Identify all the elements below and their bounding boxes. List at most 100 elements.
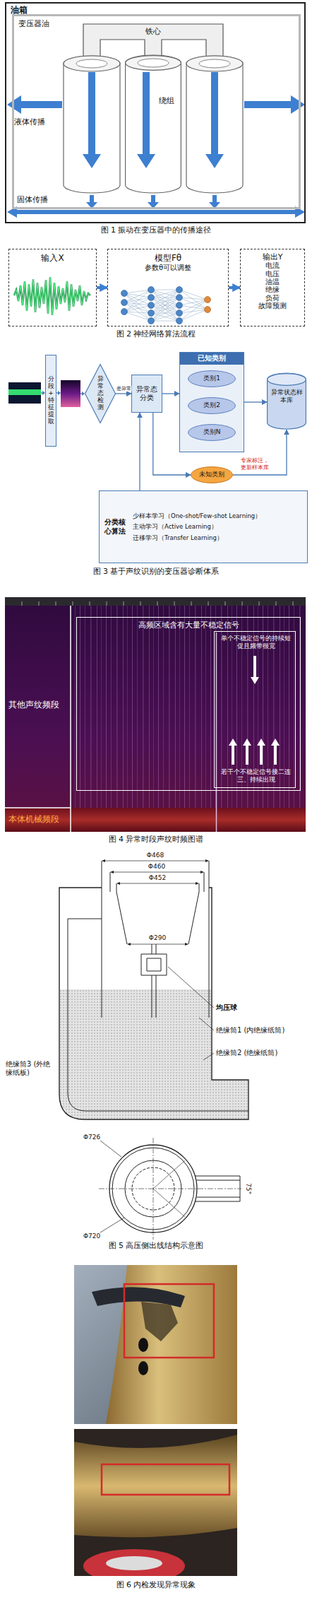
cylinder-hole: [199, 59, 231, 68]
audio-strip: [8, 381, 41, 404]
connector: [96, 285, 108, 289]
photo-ground: [74, 1263, 238, 1423]
connector: [139, 412, 140, 490]
node-text: 异常态检测: [97, 375, 104, 411]
ellipse-shape: [188, 370, 236, 387]
grading-shield: [141, 943, 167, 1017]
network-links: [124, 289, 208, 321]
tool-arm: [91, 1285, 185, 1306]
node-text: 模型Fθ: [154, 252, 182, 264]
arrow-head: [57, 390, 61, 395]
photo-1: [74, 1263, 238, 1423]
figure-caption: 图 5 高压侧出线结构示意图: [0, 1239, 312, 1249]
winding-outline: [124, 55, 182, 194]
solid-arrow: [208, 194, 221, 209]
node-text: 负荷: [265, 293, 280, 302]
figure-caption: 图 4 异常时段声纹时频图谱: [0, 833, 312, 843]
node-text: 电流: [265, 261, 280, 269]
dimension-label: Φ452: [148, 873, 166, 881]
node-text: 类别N: [203, 427, 221, 436]
connector: [228, 285, 240, 289]
part-label: 绝缘筒1 (内绝缘纸筒): [216, 1024, 285, 1034]
node-text: 已知类别: [180, 352, 244, 365]
dimension-label: Φ468: [146, 850, 164, 859]
text-column: 少样本学习（One-shot/Few-shot Learning） 主动学习（Ac…: [132, 511, 262, 542]
iron-core: [83, 24, 224, 58]
connector: [162, 392, 180, 394]
ellipse-shape: [188, 424, 236, 441]
angle-lines: [153, 1159, 185, 1216]
stain: [141, 1300, 178, 1340]
red-part: [83, 1547, 185, 1575]
cylinder-top: [125, 55, 182, 71]
hole: [138, 1359, 149, 1374]
unknown-ellipse: 未知类别: [190, 465, 233, 483]
band-label: 本体机械频段: [8, 813, 60, 824]
dimension-label: Φ460: [148, 861, 166, 870]
arrow-head: [81, 391, 85, 396]
insulation-tube-2: [67, 917, 249, 1110]
figure-caption: 图 1 振动在变压器中的传播途径: [0, 225, 312, 235]
dimension-lines: [103, 859, 208, 944]
leader-lines: [100, 1139, 125, 1232]
cylinder-body: [267, 372, 307, 429]
up-arrow: [228, 737, 238, 764]
model-box: 模型Fθ参数θ可以调整: [107, 248, 229, 327]
dimension-label: Φ726: [83, 1132, 101, 1140]
feature-box: 分段+特征提取: [45, 354, 57, 447]
liquid-arrow: [7, 95, 63, 114]
spectrogram: [4, 596, 306, 831]
winding-cylinder: [63, 55, 120, 193]
cylinder-hole: [76, 59, 108, 68]
output-box: 输出Y电流电压油温绝缘负荷故障预测: [240, 248, 305, 327]
connector: [244, 400, 267, 402]
dimension-label: Φ720: [83, 1231, 101, 1239]
signal-box: 单个不稳定信号的持续短促且频带很宽若干个不稳定信号接二连三、持续出现: [213, 630, 296, 788]
stripe-texture: [71, 604, 306, 807]
database-cylinder: 异常状态样本库: [266, 372, 307, 430]
node-text: 绕组: [158, 96, 175, 106]
network-neurons: [121, 286, 212, 324]
gold-surface: [74, 1432, 238, 1536]
node-text: 电压: [265, 269, 280, 278]
solid-arrow: [86, 194, 98, 209]
waveform: [14, 276, 91, 315]
input-box: 输入X: [8, 248, 97, 327]
edge-label: 是异常: [115, 385, 132, 392]
spectrogram-figure: [4, 596, 306, 831]
process-box: 异常态分类: [131, 374, 163, 413]
node-text: 铁心: [145, 26, 161, 37]
outlet-pipe: [194, 1174, 240, 1200]
down-arrow: [250, 655, 260, 684]
white-part: [105, 1554, 163, 1569]
cylinder-top: [186, 55, 243, 72]
edge-label: 专家标注，更新样本库: [240, 456, 273, 471]
connector: [115, 392, 132, 394]
cylinder-hole: [137, 58, 169, 68]
axis-ticks: [21, 600, 293, 605]
photo-2: [74, 1427, 238, 1575]
hole: [138, 1336, 149, 1351]
node-text: 未知类别: [199, 470, 225, 478]
node-text: 单个不稳定信号的持续短促且频带很宽: [220, 633, 293, 651]
transformer-figure: [7, 24, 305, 218]
time-axis: [4, 596, 306, 605]
node-text: 分段+特征提取: [48, 375, 55, 425]
algorithm-box: 分类核心算法少样本学习（One-shot/Few-shot Learning） 主…: [98, 489, 308, 563]
node-text: 少样本学习（One-shot/Few-shot Learning）: [132, 511, 262, 520]
part-label: 均压球: [216, 1002, 238, 1011]
part-label: 绝缘筒3 (外绝缘纸板): [5, 1058, 57, 1076]
vibration-arrow: [205, 72, 224, 168]
diamond-shape: [85, 364, 116, 423]
node-text: 类别1: [203, 374, 221, 382]
node-text: 异常状态样本库: [269, 388, 304, 405]
leader-lines: [168, 965, 214, 1059]
figure-caption: 图 2 神经网络算法流程: [0, 328, 312, 339]
audio-band: [8, 388, 41, 395]
node-text: 分类核心算法: [103, 517, 126, 536]
node-text: 绝缘: [265, 285, 280, 293]
node-text: 故障预测: [258, 301, 287, 310]
node-text: 主动学习（Active Learning）: [132, 522, 218, 531]
